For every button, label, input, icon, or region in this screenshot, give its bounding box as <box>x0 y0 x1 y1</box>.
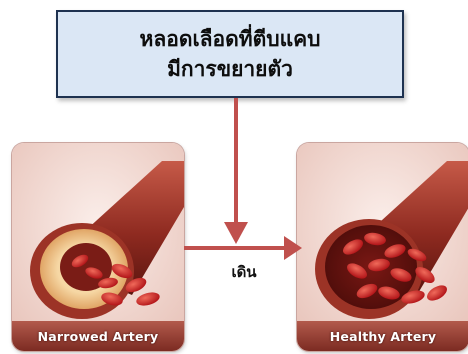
top-text-box: หลอดเลือดที่ตีบแคบ มีการขยายตัว <box>56 10 404 98</box>
healthy-artery-panel: Healthy Artery <box>297 143 468 351</box>
healthy-artery-label: Healthy Artery <box>297 321 468 351</box>
top-text-line-2: มีการขยายตัว <box>167 54 293 84</box>
down-arrow-head <box>224 222 248 244</box>
arrow-label: เดิน <box>214 260 274 284</box>
healthy-artery-illustration <box>297 143 468 351</box>
narrowed-artery-panel: Narrowed Artery <box>12 143 184 351</box>
top-text-line-1: หลอดเลือดที่ตีบแคบ <box>140 24 321 54</box>
narrowed-artery-illustration <box>12 143 184 351</box>
narrowed-artery-label: Narrowed Artery <box>12 321 184 351</box>
